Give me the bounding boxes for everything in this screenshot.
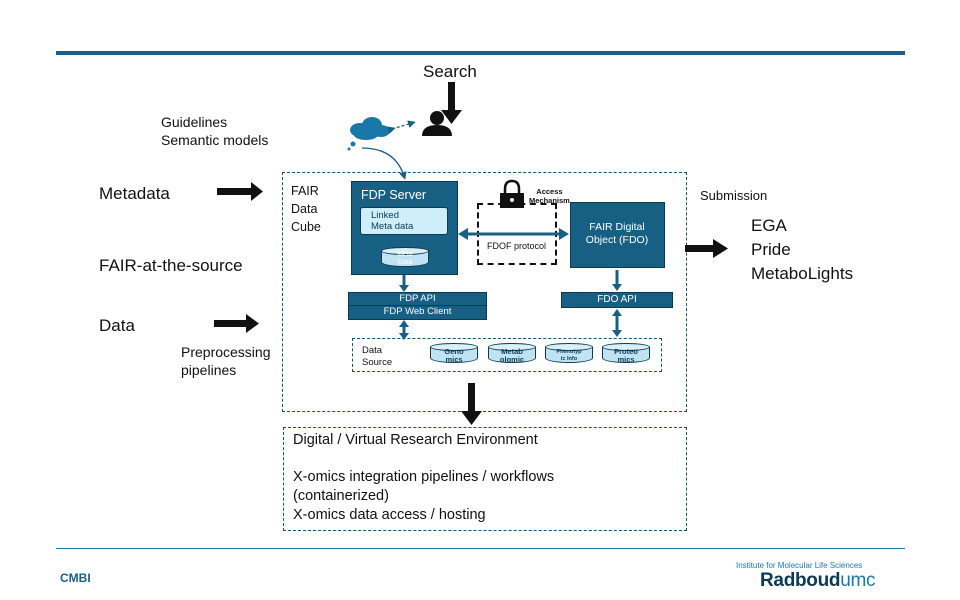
repo-metabolights: MetaboLights (751, 264, 854, 283)
vre-box (283, 427, 687, 531)
vre-line2: (containerized) (293, 488, 389, 504)
repo-ega: EGA (751, 216, 787, 235)
preprocessing-label: Preprocessing (181, 344, 271, 360)
search-arrow (441, 82, 462, 124)
submission-arrow (685, 239, 728, 258)
bottom-rule (56, 548, 905, 549)
cloud-fdp-arrow (361, 147, 407, 180)
fdp-web-client-bar: FDP Web Client (348, 305, 487, 320)
fdo-api-bar: FDO API (561, 292, 673, 308)
fdo-box: FAIR Digital Object (FDO) (570, 202, 665, 268)
semantic-models-label: Semantic models (161, 132, 269, 148)
metadata-label: Metadata (99, 184, 170, 203)
vre-line1: X-omics integration pipelines / workflow… (293, 469, 555, 485)
vre-line3: X-omics data access / hosting (293, 507, 486, 523)
linked-meta-data-box: Linked Meta data (360, 207, 448, 235)
radboud-logo: Radboudumc (760, 570, 876, 591)
institute-label: Institute for Molecular Life Sciences (736, 561, 863, 570)
data-source-label: Data Source (362, 345, 393, 368)
access-mechanism-label: Access Mechanism (529, 187, 570, 205)
fdof-protocol-label: FDOF protocol (487, 241, 547, 251)
submission-label: Submission (700, 188, 768, 203)
fdp-server-title: FDP Server (361, 188, 427, 202)
fdo-title: FAIR Digital Object (FDO) (585, 221, 649, 246)
cmbi-logo: CMBI (60, 571, 91, 585)
repo-pride: Pride (751, 240, 791, 259)
pipelines-label: pipelines (181, 362, 237, 378)
data-label: Data (99, 316, 135, 335)
metadata-arrow (217, 182, 263, 201)
vre-title: Digital / Virtual Research Environment (293, 432, 538, 448)
cube-vre-arrow (461, 383, 482, 425)
data-source-box (352, 338, 662, 372)
fdo-api-arrow (612, 270, 622, 291)
server-api-arrow (399, 275, 409, 292)
fair-at-source-label: FAIR-at-the-source (99, 256, 243, 275)
fair-data-cube-label: FAIR Data Cube (291, 184, 321, 234)
fdp-fdo-arrow (458, 228, 569, 240)
webclient-datasource-arrow (399, 320, 409, 340)
fair-data-cube-box (282, 172, 687, 412)
cloud-icon (347, 117, 390, 151)
top-rule (56, 51, 905, 55)
search-label: Search (423, 62, 477, 81)
cloud-search-arrow (387, 120, 416, 134)
guidelines-label: Guidelines (161, 114, 228, 130)
user-icon (422, 111, 452, 136)
lock-icon (500, 179, 524, 208)
data-arrow (214, 314, 259, 333)
fdoapi-datasource-arrow (612, 309, 622, 337)
